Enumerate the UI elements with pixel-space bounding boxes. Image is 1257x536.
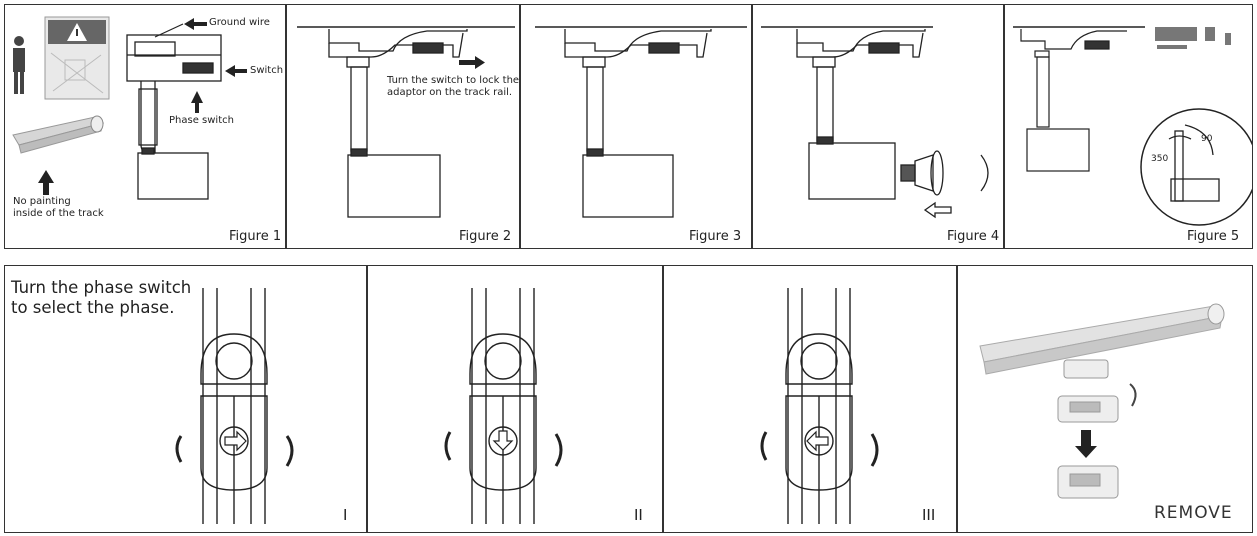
phase-3-panel: III <box>663 265 957 533</box>
lock-instruction-line2: adaptor on the track rail. <box>387 87 513 98</box>
rotate-right-icon <box>870 433 879 467</box>
phase-arrow-left-icon <box>806 430 829 452</box>
phase-1-label: I <box>343 506 348 524</box>
warning-sign-icon <box>44 16 110 100</box>
figure-1-panel: Ground wire Switch Phase switch No paint… <box>4 4 286 249</box>
figure-3-drawing <box>535 26 747 218</box>
phase-2-panel: II <box>367 265 663 533</box>
rotate-down-icon <box>1129 383 1137 407</box>
phase-3-label: III <box>922 506 936 524</box>
adaptor-illustration <box>126 34 222 200</box>
ground-wire-pointer <box>154 23 184 38</box>
ground-wire-arrow-icon <box>184 18 207 30</box>
slide-right-arrow-icon <box>459 56 485 69</box>
figure-1-caption: Figure 1 <box>229 229 282 244</box>
phase-instruction-line1: Turn the phase switch <box>11 278 192 297</box>
insert-left-arrow-icon <box>923 201 952 219</box>
figure-2-caption: Figure 2 <box>459 229 512 244</box>
down-arrow-icon <box>1075 430 1097 458</box>
remove-panel: REMOVE <box>957 265 1253 533</box>
switch-label: Switch <box>250 65 284 76</box>
track-rail-illustration <box>12 115 105 154</box>
rotate-left-icon <box>444 431 452 461</box>
person-icon <box>13 36 25 94</box>
rotate-clockwise-icon <box>980 154 989 192</box>
phase-switch-arrow-icon <box>191 91 203 113</box>
figure-4-panel: Figure 4 <box>752 4 1004 249</box>
lock-instruction-line1: Turn the switch to lock the <box>387 75 520 86</box>
rotate-right-icon <box>285 435 294 467</box>
angle-90-label: 90 <box>1201 134 1213 144</box>
remove-label: REMOVE <box>1154 503 1233 523</box>
remove-drawing <box>979 303 1225 499</box>
phase-1-panel: Turn the phase switch to select the phas… <box>4 265 367 533</box>
no-painting-label-line2: inside of the track <box>13 208 104 219</box>
figure-4-caption: Figure 4 <box>947 229 1000 244</box>
phase-2-label: II <box>634 506 643 524</box>
figure-3-caption: Figure 3 <box>689 229 742 244</box>
ground-wire-label: Ground wire <box>209 17 270 28</box>
phase-arrow-right-icon <box>224 430 247 452</box>
switch-arrow-icon <box>225 65 247 77</box>
track-detail-sketch <box>1155 27 1231 49</box>
angle-350-label: 350 <box>1151 154 1169 164</box>
figure-2-drawing <box>297 26 515 218</box>
phase-3-drawing <box>760 288 879 524</box>
figure-1-drawing <box>12 16 247 200</box>
rotate-left-icon <box>760 431 768 461</box>
figure-3-panel: Figure 3 <box>520 4 752 249</box>
figure-2-panel: Turn the switch to lock the adaptor on t… <box>286 4 520 249</box>
up-arrow-icon <box>38 170 54 195</box>
rotate-right-icon <box>554 433 563 467</box>
phase-1-drawing <box>175 288 294 524</box>
adaptor-sketch-upper <box>1057 359 1119 423</box>
phase-arrow-down-icon <box>492 430 514 451</box>
phase-switch-label: Phase switch <box>169 115 234 126</box>
gu10-bulb-icon <box>900 150 944 196</box>
figure-5-caption: Figure 5 <box>1187 229 1240 244</box>
adaptor-sketch-lower <box>1057 465 1119 499</box>
figure-5-panel: 350 90 Figure 5 <box>1004 4 1253 249</box>
zoom-detail-circle <box>1140 108 1252 226</box>
figure-4-drawing <box>761 26 989 219</box>
figure-5-drawing <box>1013 26 1252 226</box>
no-painting-label-line1: No painting <box>13 196 71 207</box>
track-rail-illustration <box>979 303 1225 375</box>
phase-2-drawing <box>444 288 563 524</box>
phase-instruction-line2: to select the phase. <box>11 298 175 317</box>
rotate-left-icon <box>175 435 183 463</box>
